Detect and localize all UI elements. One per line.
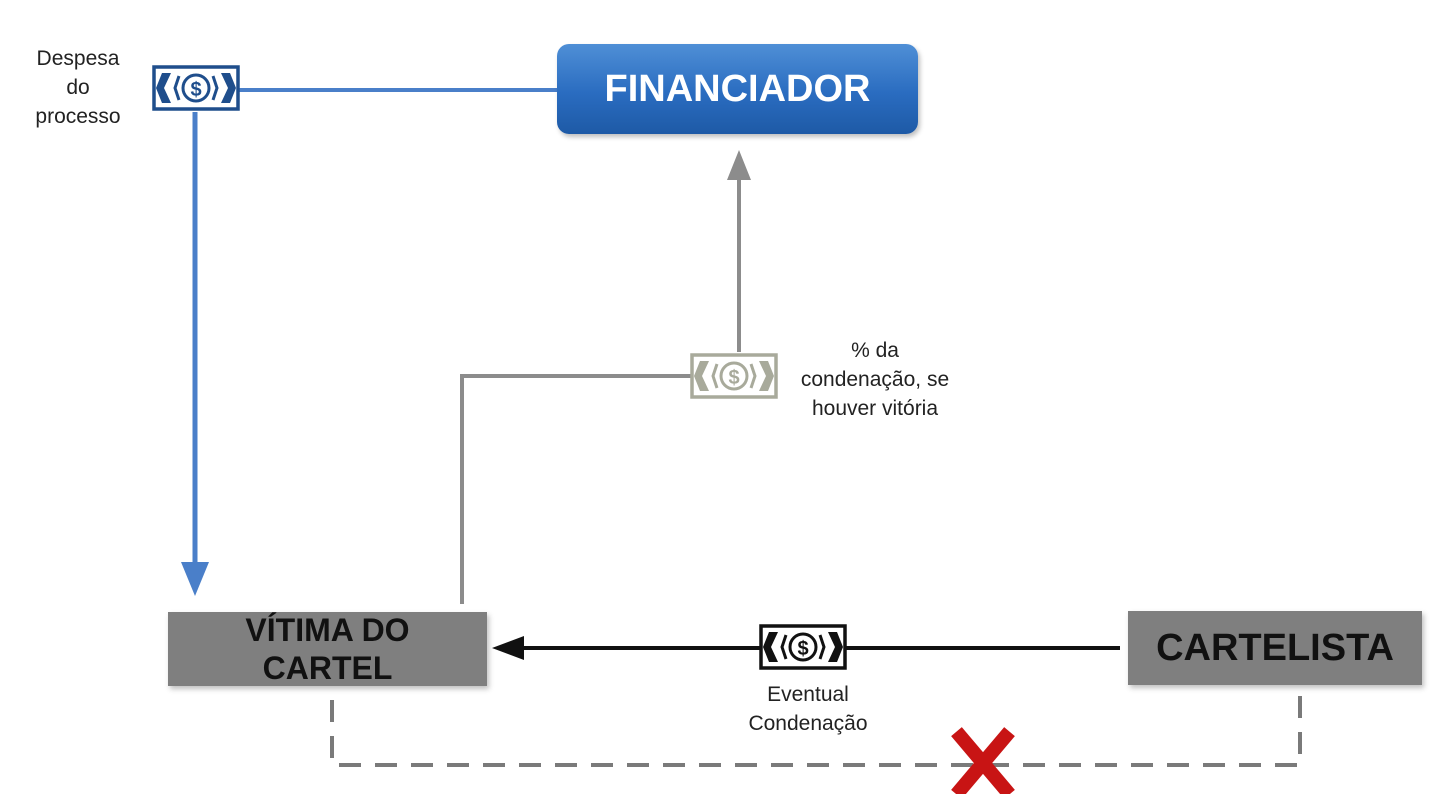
vitima-label-line1: VÍTIMA DO <box>245 612 410 648</box>
financiador-node: FINANCIADOR <box>557 44 918 134</box>
despesa-line2: do <box>66 76 90 99</box>
blue-arrowhead <box>181 562 209 596</box>
black-arrowhead <box>492 636 524 660</box>
condenacao-pct-label: % da condenação, se houver vitória <box>785 336 965 423</box>
eventual-condenacao-label: Eventual Condenação <box>728 680 888 738</box>
eventual-line2: Condenação <box>748 712 868 735</box>
cartelista-label: CARTELISTA <box>1156 626 1394 669</box>
financiador-label: FINANCIADOR <box>604 67 871 110</box>
cartelista-node: CARTELISTA <box>1128 611 1422 685</box>
grey-return-path <box>460 374 692 604</box>
despesa-line1: Despesa <box>36 47 120 70</box>
vitima-label-line2: CARTEL <box>262 650 393 686</box>
despesa-line3: processo <box>35 105 121 128</box>
dashed-link <box>330 690 1302 767</box>
vitima-node: VÍTIMA DO CARTEL <box>168 612 487 686</box>
dollar-bill-icon <box>690 353 778 399</box>
dollar-bill-icon <box>759 624 847 670</box>
red-x-icon <box>951 727 1015 794</box>
condenacao-pct-line2: condenação, se <box>800 368 950 391</box>
condenacao-pct-line1: % da <box>851 339 899 362</box>
dollar-bill-icon <box>152 65 240 111</box>
despesa-label: Despesa do processo <box>22 44 134 131</box>
condenacao-pct-line3: houver vitória <box>811 397 939 420</box>
grey-arrowhead <box>727 150 751 180</box>
eventual-line1: Eventual <box>767 683 849 706</box>
